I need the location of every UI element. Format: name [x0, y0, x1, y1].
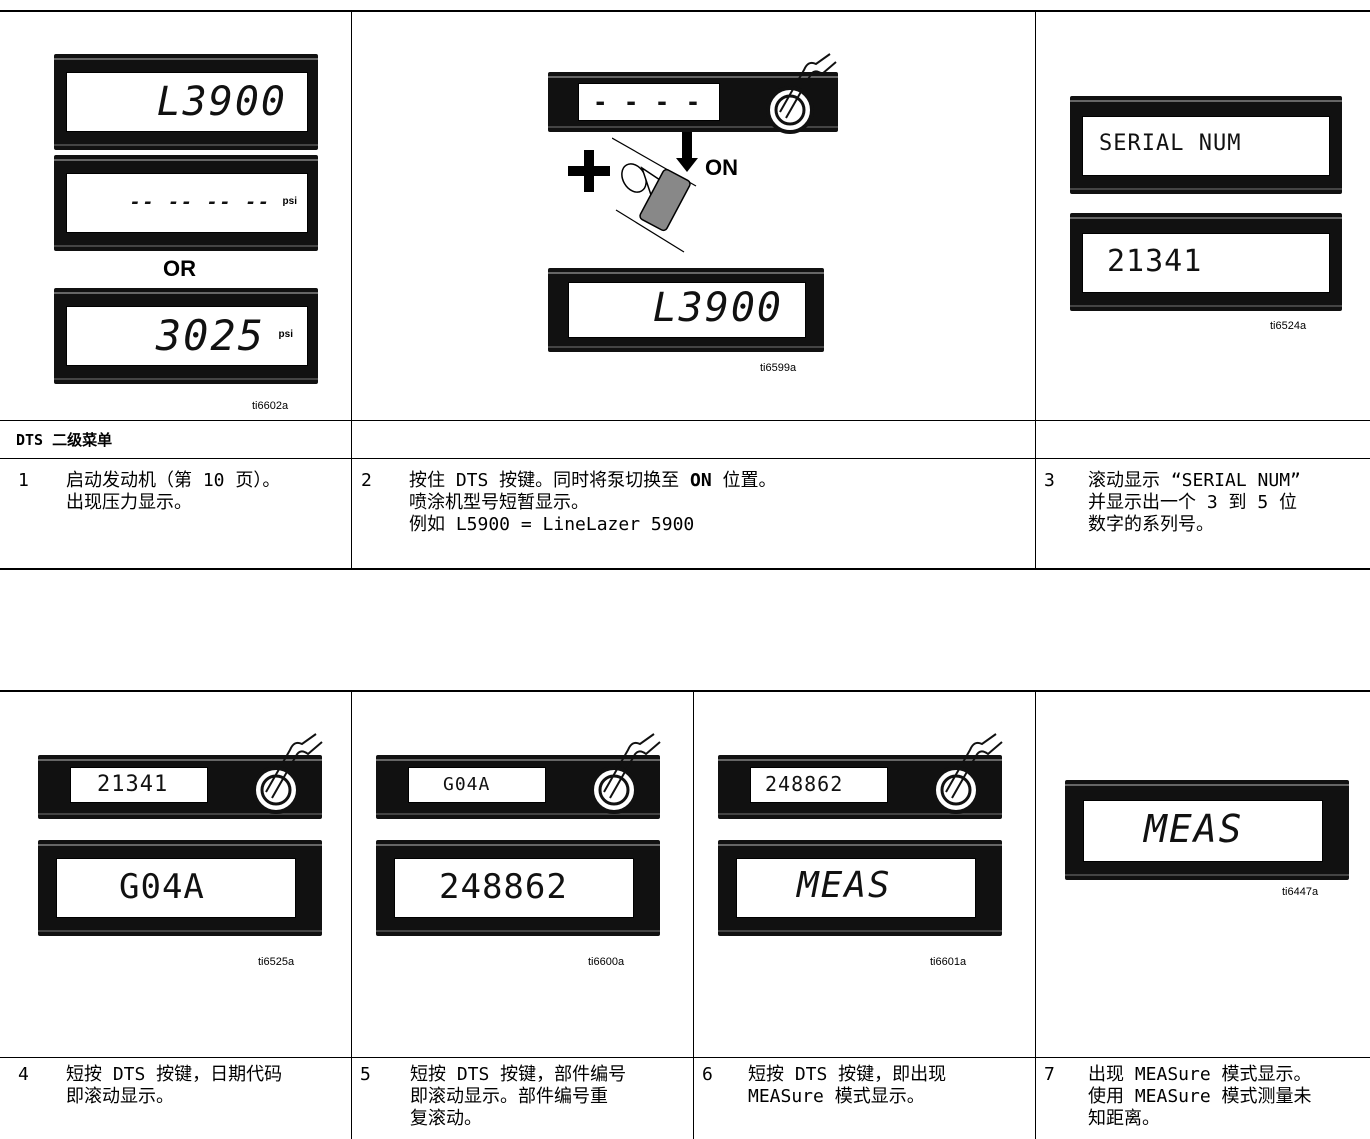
lcd-readout: 21341 — [97, 772, 169, 797]
display-panel: 3025 psi — [54, 288, 318, 384]
display-panel: L3900 — [54, 54, 318, 150]
or-label: OR — [163, 256, 196, 281]
lcd-readout: SERIAL NUM — [1099, 131, 1242, 156]
lcd-readout: MEAS — [797, 865, 892, 906]
step-text: 出现 MEASure 模式显示。 使用 MEASure 模式测量未 知距离。 — [1088, 1064, 1312, 1129]
step-number: 5 — [360, 1064, 371, 1085]
display-screen: MEAS — [736, 858, 976, 918]
lcd-readout: L3900 — [156, 79, 287, 125]
lcd-readout: MEAS — [1144, 807, 1244, 851]
figure-id: ti6602a — [252, 400, 289, 412]
lcd-readout: 21341 — [1107, 244, 1203, 279]
display-screen: SERIAL NUM — [1082, 116, 1330, 176]
display-screen: 3025 psi — [66, 306, 308, 366]
dts-button-press-icon — [252, 733, 323, 814]
unit-label: psi — [282, 196, 297, 207]
step-text: 按住 DTS 按键。同时将泵切换至 ON 位置。 喷涂机型号短暂显示。 例如 L… — [409, 470, 777, 535]
display-screen: - - - - — [578, 83, 720, 121]
figure-id: ti6600a — [588, 956, 625, 968]
display-panel: -- -- -- -- psi — [54, 155, 318, 251]
display-panel: L3900 — [548, 268, 824, 352]
table1-header-line — [0, 420, 1370, 421]
plus-icon — [568, 150, 610, 192]
step-text: 滚动显示 “SERIAL NUM” 并显示出一个 3 到 5 位 数字的系列号。 — [1088, 470, 1301, 535]
display-screen: L3900 — [568, 282, 806, 338]
lcd-readout: 3025 — [155, 311, 265, 360]
display-screen: -- -- -- -- psi — [66, 173, 308, 233]
table2-top-border — [0, 690, 1370, 692]
lcd-readout: 248862 — [765, 772, 844, 796]
step-text: 短按 DTS 按键，部件编号 即滚动显示。部件编号重 复滚动。 — [410, 1064, 627, 1129]
table1-header-line-2 — [0, 458, 1370, 459]
step-number: 4 — [18, 1064, 29, 1085]
lcd-readout: -- -- -- -- — [129, 192, 271, 213]
display-screen: L3900 — [66, 72, 308, 132]
table2-col-divider-3 — [1035, 690, 1036, 1139]
display-screen: G04A — [56, 858, 296, 918]
dts-button-press-icon — [590, 733, 661, 814]
display-screen: G04A — [408, 767, 546, 803]
figure-id: ti6525a — [258, 956, 295, 968]
step-text: 短按 DTS 按键，即出现 MEASure 模式显示。 — [748, 1064, 947, 1107]
dts-button-press-icon — [766, 53, 837, 134]
display-panel: MEAS — [1065, 780, 1349, 880]
step-text: 启动发动机（第 10 页）。 出现压力显示。 — [66, 470, 281, 513]
table2-step-line — [0, 1057, 1370, 1058]
lcd-readout: L3900 — [652, 285, 783, 331]
figure-id: ti6524a — [1270, 320, 1307, 332]
table2-col-divider-1 — [351, 690, 352, 1139]
step-number: 7 — [1044, 1064, 1055, 1085]
figure-id: ti6601a — [930, 956, 967, 968]
display-panel: MEAS — [718, 840, 1002, 936]
display-screen: 21341 — [1082, 233, 1330, 293]
figure-id: ti6447a — [1282, 886, 1319, 898]
pump-switch-icon — [612, 132, 698, 253]
figure-id: ti6599a — [760, 362, 797, 374]
display-screen: 248862 — [750, 767, 888, 803]
table2-col-divider-2 — [693, 690, 694, 1139]
section-header: DTS 二级菜单 — [16, 431, 113, 449]
step-number: 3 — [1044, 470, 1055, 491]
step-text: 短按 DTS 按键，日期代码 即滚动显示。 — [66, 1064, 283, 1107]
display-screen: 248862 — [394, 858, 634, 918]
unit-label: psi — [278, 329, 293, 340]
lcd-readout: G04A — [119, 867, 205, 907]
display-panel: SERIAL NUM — [1070, 96, 1342, 194]
display-panel: 21341 — [1070, 213, 1342, 311]
display-panel: G04A — [38, 840, 322, 936]
lcd-readout: 248862 — [439, 867, 568, 907]
display-screen: 21341 — [70, 767, 208, 803]
step-number: 6 — [702, 1064, 713, 1085]
step-number: 1 — [18, 470, 29, 491]
table1-col-divider-2 — [1035, 10, 1036, 568]
dts-button-press-icon — [932, 733, 1003, 814]
on-label: ON — [705, 155, 738, 180]
lcd-readout: - - - - — [593, 88, 702, 116]
table1-col-divider-1 — [351, 10, 352, 568]
lcd-readout: G04A — [443, 774, 491, 795]
display-screen: MEAS — [1083, 800, 1323, 862]
display-panel: 248862 — [376, 840, 660, 936]
step-number: 2 — [361, 470, 372, 491]
table1-top-border — [0, 10, 1370, 12]
table1-bottom-border — [0, 568, 1370, 570]
